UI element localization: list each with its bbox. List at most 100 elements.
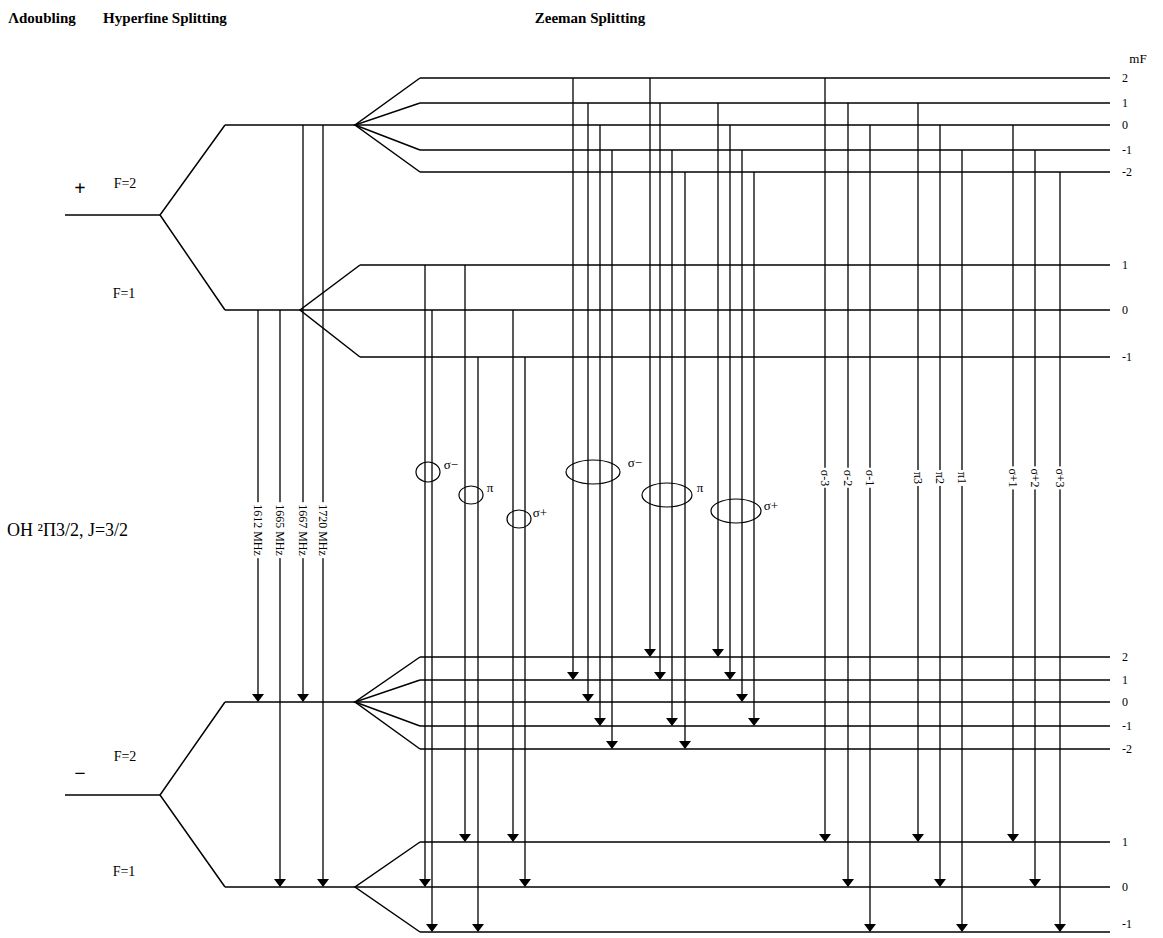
polarization-label: σ− <box>626 455 644 470</box>
splitting-line <box>160 702 225 887</box>
level-label: F=2 <box>112 176 139 192</box>
energy-level <box>420 102 1110 104</box>
mf-value: 1 <box>1120 96 1130 110</box>
mf-value: 2 <box>1120 650 1130 664</box>
mf-value: -1 <box>1120 143 1134 157</box>
transition-label: π3 <box>911 470 925 486</box>
mf-value: -1 <box>1120 350 1134 364</box>
energy-level <box>355 886 1110 888</box>
level-label: F=2 <box>112 749 139 765</box>
transition-arrow <box>869 125 870 931</box>
transition-arrow <box>824 78 825 841</box>
transition-arrow <box>524 357 525 886</box>
transition-arrow <box>512 310 513 841</box>
parity-sign: − <box>72 762 87 784</box>
splitting-line <box>355 680 420 726</box>
transition-arrow <box>684 172 685 748</box>
energy-level <box>65 794 160 796</box>
transition-arrow <box>753 172 754 725</box>
transition-label: π2 <box>933 470 947 486</box>
transition-arrow <box>611 150 612 748</box>
energy-level <box>420 841 1110 843</box>
mf-value: -1 <box>1120 917 1134 931</box>
group-ellipse <box>566 460 620 484</box>
energy-level <box>420 931 1110 933</box>
group-ellipse <box>459 486 483 504</box>
polarization-label: σ− <box>442 457 460 472</box>
transition-label: σ+2 <box>1028 466 1042 489</box>
mf-value: -2 <box>1120 742 1134 756</box>
transition-arrow <box>961 150 962 931</box>
transition-label: π1 <box>955 470 969 486</box>
energy-level <box>225 886 355 888</box>
transition-arrow <box>847 103 848 886</box>
energy-level <box>65 214 160 216</box>
transition-arrow <box>659 103 660 679</box>
transition-arrow <box>424 265 425 886</box>
mf-value: 1 <box>1120 258 1130 272</box>
energy-level <box>420 656 1110 658</box>
frequency-label: 1667 MHz <box>296 502 310 558</box>
mf-value: 1 <box>1120 835 1130 849</box>
section-heading: Zeeman Splitting <box>533 10 647 27</box>
energy-level <box>360 264 1110 266</box>
level-label: F=1 <box>111 286 138 302</box>
frequency-label: 1720 MHz <box>316 502 330 558</box>
splitting-line <box>355 657 420 749</box>
mf-value: 0 <box>1120 695 1130 709</box>
transition-arrow <box>1034 150 1035 886</box>
transition-arrow <box>729 125 730 679</box>
transition-label: σ-2 <box>841 468 855 488</box>
mf-value: 0 <box>1120 303 1130 317</box>
mf-value: 0 <box>1120 118 1130 132</box>
energy-level <box>225 124 355 126</box>
mf-value: -2 <box>1120 165 1134 179</box>
transition-arrow <box>741 150 742 701</box>
transition-label: σ-1 <box>863 468 877 488</box>
energy-level <box>225 701 355 703</box>
transition-label: σ+1 <box>1006 466 1020 489</box>
transition-arrow <box>302 125 303 701</box>
transition-arrow <box>717 103 718 656</box>
splitting-line <box>300 265 360 357</box>
polarization-label: σ+ <box>762 498 780 513</box>
transition-arrow <box>599 125 600 725</box>
level-label: F=1 <box>111 864 138 880</box>
group-ellipse <box>507 510 531 528</box>
mf-value: 2 <box>1120 71 1130 85</box>
transition-arrow <box>464 265 465 841</box>
transition-arrow <box>1059 172 1060 931</box>
energy-level <box>355 124 1110 126</box>
mf-value: 1 <box>1120 673 1130 687</box>
polarization-label: σ+ <box>531 505 549 520</box>
energy-level <box>355 701 1110 703</box>
splitting-line <box>355 103 420 150</box>
transition-arrow <box>279 310 280 886</box>
group-ellipse <box>711 499 761 523</box>
transition-label: σ-3 <box>818 468 832 488</box>
energy-level <box>420 748 1110 750</box>
transition-arrow <box>572 78 573 679</box>
molecule-state: OH ²Π3/2, J=3/2 <box>5 520 130 540</box>
transition-arrow <box>477 357 478 931</box>
parity-sign: + <box>72 177 87 199</box>
energy-level <box>300 309 1110 311</box>
energy-level <box>420 679 1110 681</box>
transition-arrow <box>939 125 940 886</box>
transition-arrow <box>431 310 432 931</box>
energy-level <box>420 77 1110 79</box>
mf-value: 0 <box>1120 880 1130 894</box>
frequency-label: 1665 MHz <box>273 502 287 558</box>
section-heading: Λdoubling <box>6 10 77 27</box>
group-ellipse <box>416 462 440 482</box>
axis-heading: mF <box>1127 51 1148 66</box>
energy-level <box>420 171 1110 173</box>
transition-arrow <box>649 78 650 656</box>
polarization-label: π <box>695 480 706 495</box>
mf-value: -1 <box>1120 719 1134 733</box>
group-ellipse <box>642 483 692 507</box>
energy-level <box>420 725 1110 727</box>
energy-level <box>360 356 1110 358</box>
